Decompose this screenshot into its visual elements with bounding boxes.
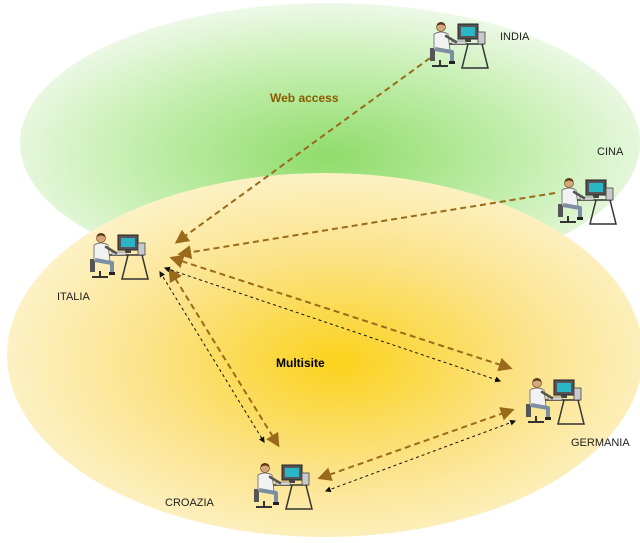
link-italia-germania-black xyxy=(163,266,502,383)
web-access-label: Web access xyxy=(270,91,339,105)
multisite-label: Multisite xyxy=(276,356,325,370)
site-label-italia: ITALIA xyxy=(57,291,90,303)
site-label-croazia: CROAZIA xyxy=(165,497,214,509)
site-label-germania: GERMANIA xyxy=(571,437,630,449)
site-label-cina: CINA xyxy=(597,146,624,158)
link-cina-italia xyxy=(177,192,556,260)
site-label-india: INDIA xyxy=(500,31,530,43)
link-india-italia xyxy=(174,57,431,244)
multisite-zone xyxy=(7,173,640,537)
